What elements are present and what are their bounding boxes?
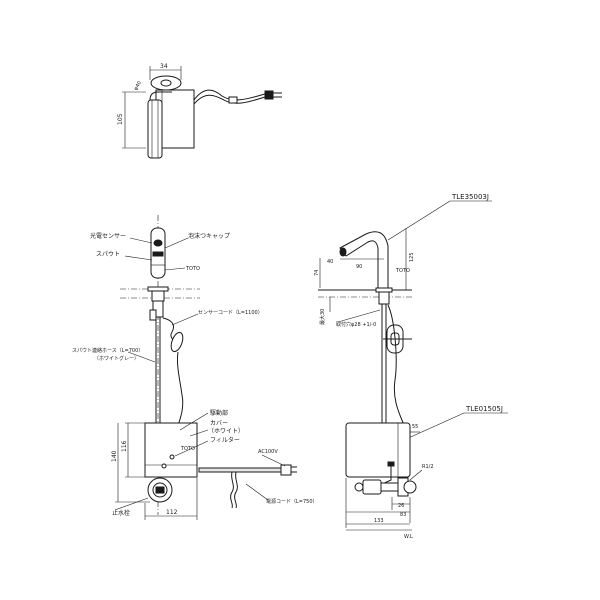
label-sensor-cord: センサーコード（L=1100） <box>198 310 263 316</box>
dim-105: 105 <box>117 113 124 125</box>
label-sensor: 光電センサー <box>90 232 126 240</box>
dim-112: 112 <box>166 509 178 516</box>
dim-34: 34 <box>160 63 168 70</box>
dim-140: 140 <box>111 450 118 462</box>
label-hose-line1: スパウト連絡ホース（L=700） <box>72 347 143 354</box>
dim-40: 40 <box>327 259 333 265</box>
dim-55: 55 <box>412 424 418 430</box>
top-view: 34 φ40 105 <box>117 63 282 159</box>
label-hole: 取付穴φ28 +1/-0 <box>336 321 376 328</box>
model-top: TLE35003J <box>451 193 489 201</box>
label-toto-top: TOTO <box>185 266 200 272</box>
label-cap: 泡沫つキャップ <box>188 232 230 240</box>
label-stop-valve: 止水栓 <box>112 509 130 517</box>
dim-26: 26 <box>398 503 404 509</box>
label-ac100v: AC100V <box>258 449 278 455</box>
side-view: TLE35003J 90 40 74 125 TOTO 最大30 取付穴φ28 … <box>314 193 508 540</box>
dim-83: 83 <box>400 512 406 518</box>
dim-74: 74 <box>314 270 320 276</box>
model-bottom: TLE01505J <box>465 405 503 413</box>
dim-125: 125 <box>409 252 415 262</box>
label-toto-box: TOTO <box>180 446 195 452</box>
dim-90: 90 <box>356 264 362 270</box>
label-filter: フィルター <box>210 436 240 444</box>
dim-116: 116 <box>121 440 128 452</box>
label-hose-line2: （ホワイトグレー） <box>94 355 139 362</box>
label-toto-side: TOTO <box>395 268 410 274</box>
dim-133: 133 <box>374 518 384 524</box>
dim-phi40: φ40 <box>133 80 143 91</box>
label-spout: スパウト <box>96 250 120 258</box>
label-wl: W.L <box>404 534 413 540</box>
label-cover-line1: カバー <box>210 420 228 427</box>
label-r12: R1/2 <box>422 464 434 470</box>
label-power-cord: 電源コード（L=750） <box>266 498 318 505</box>
label-max30: 最大30 <box>319 309 326 325</box>
front-view: 光電センサー 泡沫つキャップ スパウト TOTO センサーコード（L=1100）… <box>72 215 318 520</box>
label-cover-line2: （ホワイト） <box>208 428 244 435</box>
label-drive: 駆動部 <box>210 409 228 417</box>
